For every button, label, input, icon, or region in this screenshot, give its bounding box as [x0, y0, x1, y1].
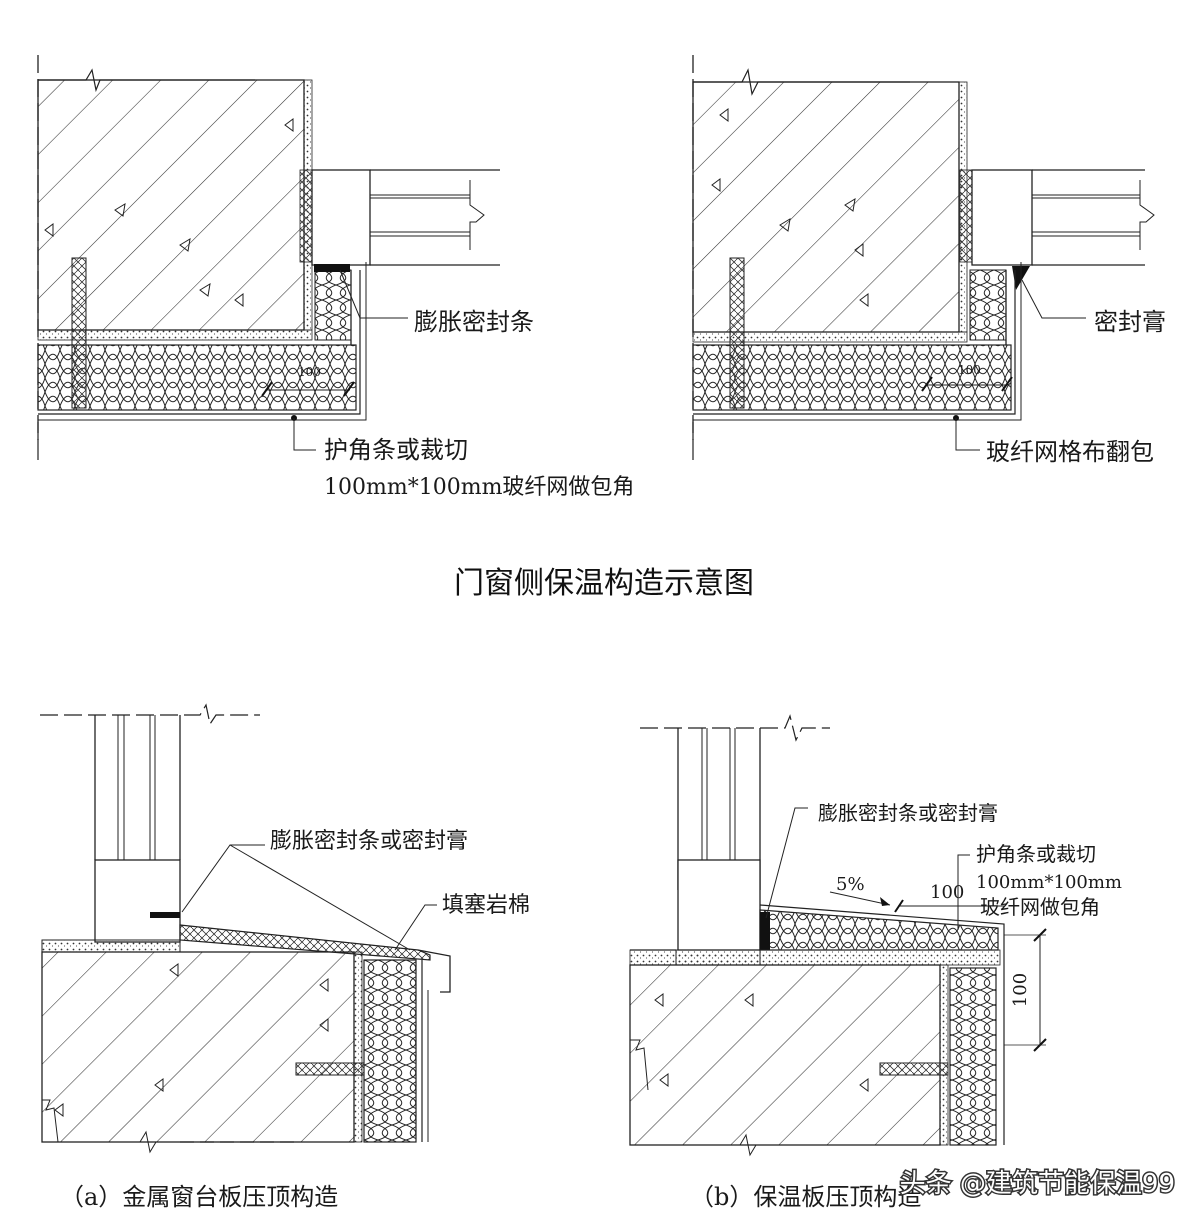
- insulation-board: [692, 344, 1012, 411]
- label-corner-guard: 护角条或裁切: [324, 436, 468, 464]
- dimension-label: 100: [298, 365, 321, 379]
- top-left-detail: 100 膨胀密封条 护角条或裁切 100mm*100mm玻纤网做包角: [37, 55, 634, 500]
- label-rockwool-fill: 填塞岩棉: [442, 893, 530, 918]
- watermark: 头条 @建筑节能保温99: [898, 1168, 1176, 1201]
- label-expansion-seal: 膨胀密封条或密封膏: [818, 801, 998, 825]
- label-mesh-wrap: 玻纤网做包角: [980, 895, 1100, 919]
- dimension-label: 100: [958, 363, 981, 377]
- caption-b: （b）保温板压顶构造: [690, 1183, 921, 1211]
- caption-a: （a）金属窗台板压顶构造: [60, 1183, 338, 1211]
- window-sill-frame: [677, 859, 761, 951]
- bottom-left-detail: 膨胀密封条或密封膏 填塞岩棉 （a）金属窗台板压顶构造: [40, 703, 530, 1211]
- label-expansion-seal: 膨胀密封条或密封膏: [270, 829, 468, 854]
- label-sealant: 密封膏: [1094, 308, 1166, 336]
- dimension-side: 100: [1010, 973, 1031, 1007]
- slope-label: 5%: [836, 874, 865, 895]
- dimension-top: 100: [930, 882, 964, 903]
- bottom-right-detail: 100 100 5% 膨胀密封条或密封膏 护角条或裁切 100mm*100mm …: [629, 714, 1122, 1211]
- top-right-detail: 100 密封膏 玻纤网格布翻包: [692, 55, 1166, 466]
- label-mesh-wrap: 玻纤网格布翻包: [986, 438, 1154, 466]
- insulation-board: [949, 967, 997, 1146]
- concrete-wall: [629, 964, 941, 1146]
- insulation-coping: [759, 909, 999, 951]
- window-frame: [311, 169, 371, 266]
- concrete-wall: [41, 951, 355, 1143]
- window-frame: [971, 169, 1033, 266]
- label-mesh-size: 100mm*100mm: [976, 872, 1122, 893]
- window-sill-frame: [94, 859, 181, 943]
- metal-sill-board: [179, 924, 431, 961]
- label-corner-guard: 护角条或裁切: [976, 842, 1096, 866]
- insulation-board: [363, 959, 417, 1143]
- label-mesh-wrap: 100mm*100mm玻纤网做包角: [324, 475, 634, 500]
- insulation-board: [37, 344, 357, 411]
- figure-title: 门窗侧保温构造示意图: [454, 566, 754, 601]
- label-expansion-seal: 膨胀密封条: [414, 308, 534, 336]
- watermark-text: 头条 @建筑节能保温99: [900, 1169, 1175, 1199]
